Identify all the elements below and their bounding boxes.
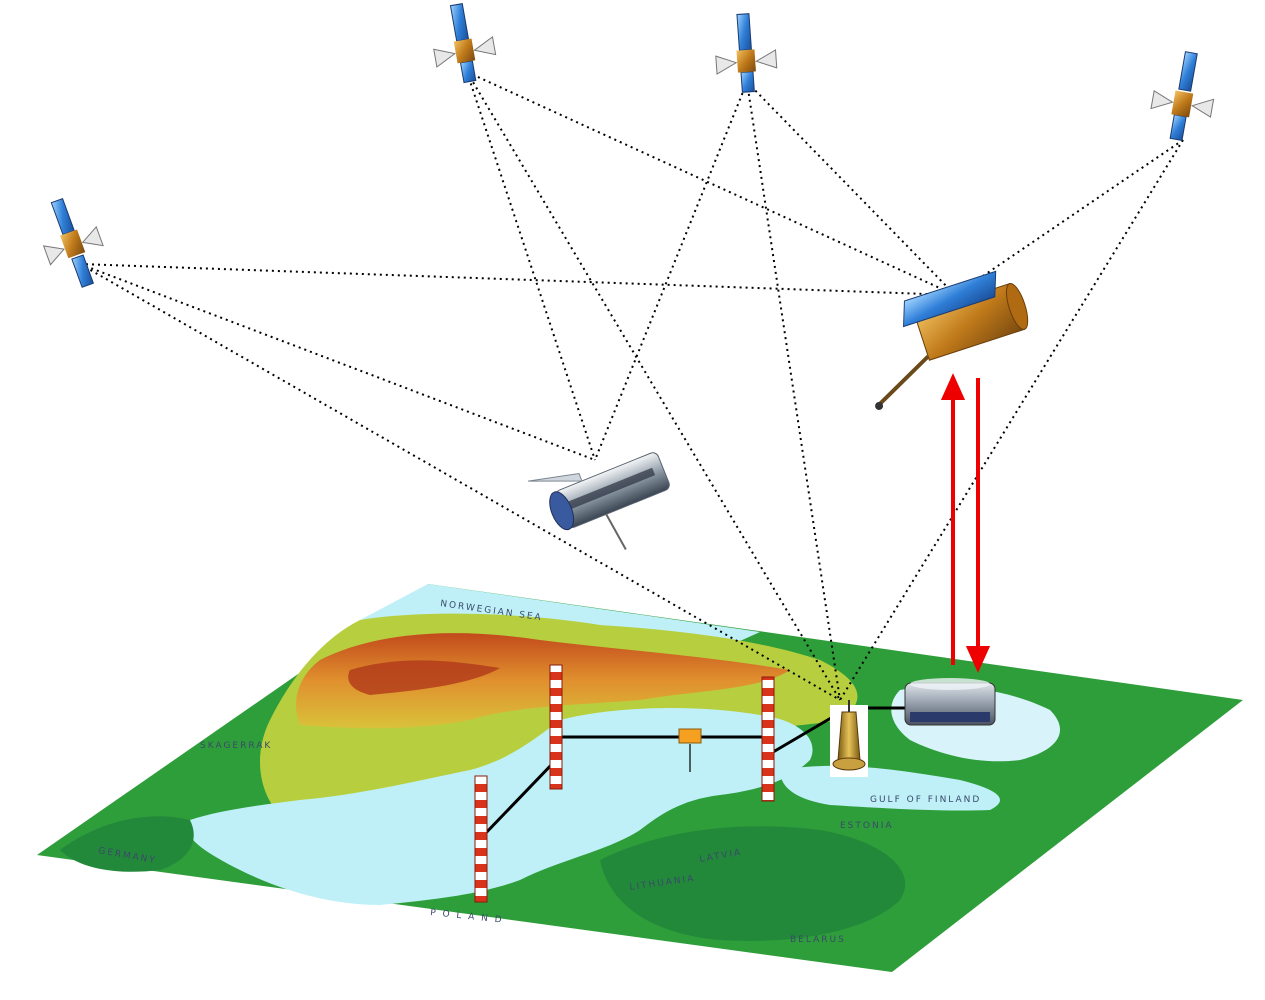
signal-line xyxy=(746,81,956,296)
antenna-icon xyxy=(433,48,457,68)
map-west-land xyxy=(60,816,194,872)
antenna-icon xyxy=(715,55,738,75)
leo-satellite-center xyxy=(528,452,670,550)
satellite-body-icon xyxy=(1171,90,1194,118)
map-south-land xyxy=(600,826,906,941)
solar-panel-icon xyxy=(736,13,752,51)
satellite-stripe xyxy=(568,467,656,509)
network-link xyxy=(479,758,558,840)
antenna-icon xyxy=(81,225,104,247)
tide-gauge-left xyxy=(474,775,488,903)
map-highland-peak xyxy=(348,660,500,695)
signal-line xyxy=(79,263,596,461)
label-belarus: BELARUS xyxy=(790,935,846,945)
gnss-satellite-1 xyxy=(42,197,104,288)
boom-icon xyxy=(878,354,930,405)
solar-panel-icon xyxy=(1169,114,1187,142)
signal-line xyxy=(746,81,841,701)
solar-panel-icon xyxy=(71,254,95,288)
antenna-icon xyxy=(473,35,497,56)
gnss-satellite-3 xyxy=(715,13,778,93)
gnss-satellite-2 xyxy=(433,3,497,84)
solar-panel-icon xyxy=(459,60,477,84)
solar-panel-icon xyxy=(1178,51,1198,92)
radar-unit xyxy=(904,678,996,726)
terrain-map: NORWEGIAN SEA SKAGERRAK GERMANY LATVIA L… xyxy=(37,584,1243,972)
label-gulf-of-finland: GULF OF FINLAND xyxy=(870,795,981,805)
antenna-icon xyxy=(755,49,778,69)
signal-line xyxy=(79,263,841,701)
tide-gauge-right xyxy=(761,676,775,802)
antenna-icon xyxy=(1150,90,1174,110)
boom-icon xyxy=(605,513,627,550)
buoy-icon xyxy=(837,711,861,761)
junction-box xyxy=(678,728,702,744)
satellite-end-cap xyxy=(1005,283,1029,330)
antenna-icon xyxy=(1190,98,1215,118)
signal-line xyxy=(79,263,956,296)
buoy-base-icon xyxy=(832,757,866,771)
label-estonia: ESTONIA xyxy=(840,821,894,831)
solar-panel-icon xyxy=(903,270,997,328)
satellite-body-icon xyxy=(453,38,476,64)
boom-tip-icon xyxy=(875,401,884,410)
signal-line xyxy=(466,71,956,296)
signal-line xyxy=(954,139,1184,296)
antenna-icon xyxy=(42,245,65,266)
solar-panel-icon xyxy=(740,71,755,93)
solar-panel-icon xyxy=(50,197,75,236)
signal-line xyxy=(466,71,841,701)
satellite-end-cap xyxy=(549,491,575,531)
map-gulf-of-finland xyxy=(780,765,1000,811)
satellite-body-icon xyxy=(60,229,86,259)
uplink-arrows xyxy=(940,373,991,673)
arrow-head-down-icon xyxy=(965,646,991,673)
solar-panel-icon xyxy=(449,3,470,42)
map-highland xyxy=(296,633,790,729)
radar-panel xyxy=(910,712,990,722)
label-skagerrak: SKAGERRAK xyxy=(200,741,272,751)
tide-gauge-mid xyxy=(549,664,563,790)
signal-line xyxy=(594,81,748,461)
signal-line xyxy=(466,71,596,461)
satellite-body-icon xyxy=(736,49,756,73)
buoy xyxy=(830,700,868,777)
signal-line xyxy=(839,139,1184,701)
arrow-head-up-icon xyxy=(940,373,966,400)
radar-dome-icon xyxy=(910,678,990,690)
map-baltic-sea xyxy=(187,708,813,905)
antenna-icon xyxy=(528,472,583,482)
gnss-satellite-4 xyxy=(1150,51,1215,142)
signal-lines xyxy=(79,71,1184,701)
leo-satellite-right xyxy=(875,270,1029,410)
